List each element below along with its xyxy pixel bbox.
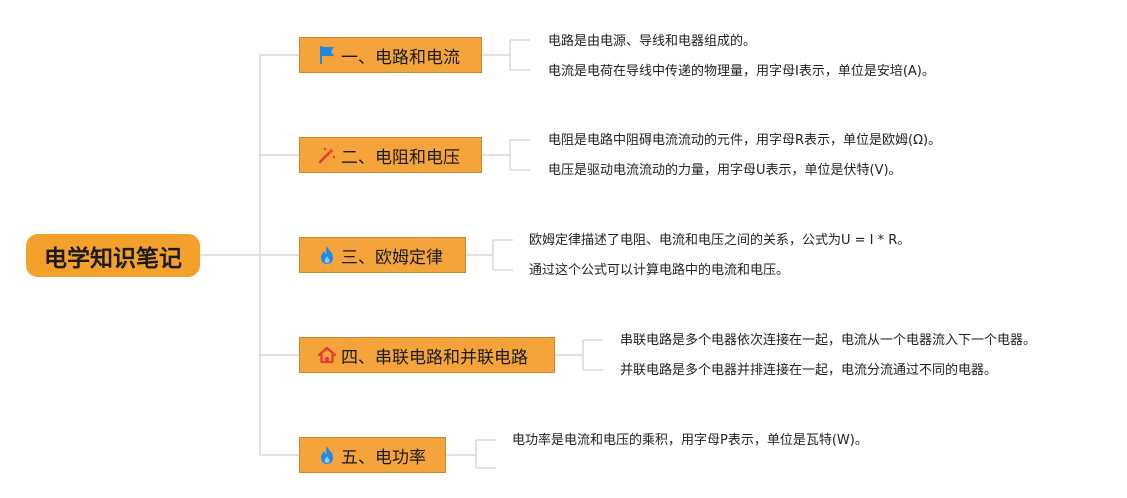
branch-4-detail-2: 并联电路是多个电器并排连接在一起，电流分流通过不同的电器。 xyxy=(620,363,998,378)
branch-4-detail-1: 串联电路是多个电器依次连接在一起，电流从一个电器流入下一个电器。 xyxy=(620,333,1037,348)
branch-3-detail-2: 通过这个公式可以计算电路中的电流和电压。 xyxy=(529,263,790,278)
central-topic-label: 电学知识笔记 xyxy=(44,245,182,272)
branch-label: 五、电功率 xyxy=(341,447,426,468)
branch-2-detail-2: 电压是驱动电流流动的力量，用字母U表示，单位是伏特(V)。 xyxy=(548,163,902,178)
central-topic[interactable]: 电学知识笔记 xyxy=(26,234,200,277)
branch-circuit-current[interactable]: 一、电路和电流 xyxy=(299,37,482,73)
house-icon xyxy=(317,345,337,365)
branch-label: 二、电阻和电压 xyxy=(341,147,460,168)
magic-wand-icon xyxy=(317,145,337,165)
branch-label: 三、欧姆定律 xyxy=(341,247,443,268)
flag-icon xyxy=(317,45,337,65)
branch-electric-power[interactable]: 五、电功率 xyxy=(299,437,446,473)
branch-1-detail-1: 电路是由电源、导线和电器组成的。 xyxy=(548,34,757,49)
branch-3-detail-1: 欧姆定律描述了电阻、电流和电压之间的关系，公式为U = I * R。 xyxy=(529,233,911,248)
branch-label: 四、串联电路和并联电路 xyxy=(341,347,528,368)
branch-1-detail-2: 电流是电荷在导线中传递的物理量，用字母I表示，单位是安培(A)。 xyxy=(548,64,935,79)
branch-series-parallel[interactable]: 四、串联电路和并联电路 xyxy=(299,337,555,373)
branch-label: 一、电路和电流 xyxy=(341,47,460,68)
fire-icon xyxy=(317,445,337,465)
branch-5-detail-1: 电功率是电流和电压的乘积，用字母P表示，单位是瓦特(W)。 xyxy=(512,433,868,448)
branch-2-detail-1: 电阻是电路中阻碍电流流动的元件，用字母R表示，单位是欧姆(Ω)。 xyxy=(548,133,942,148)
fire-icon xyxy=(317,245,337,265)
branch-ohms-law[interactable]: 三、欧姆定律 xyxy=(299,237,466,273)
branch-resistance-voltage[interactable]: 二、电阻和电压 xyxy=(299,137,482,173)
